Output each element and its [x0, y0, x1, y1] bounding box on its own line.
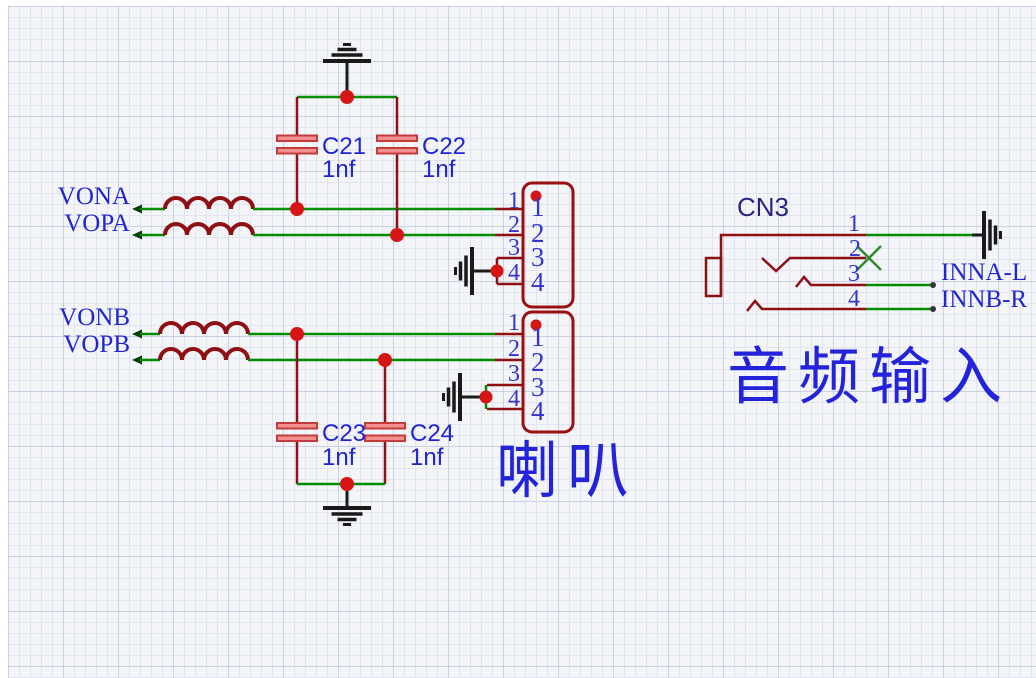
jack-ring-contact-1 — [795, 275, 866, 288]
pin-label-2: 2 — [508, 336, 520, 362]
wire-entry-arrow — [132, 230, 142, 240]
inductor-vopb — [158, 347, 250, 361]
speaker-connector-2: 1 2 3 4 1 2 3 4 — [441, 310, 575, 434]
pin1-marker-dot — [530, 319, 542, 331]
junction-dot — [340, 90, 354, 104]
wire-entry-arrow — [132, 204, 142, 214]
c21-value: 1nf — [322, 156, 356, 183]
pin-label-3: 3 — [508, 361, 520, 387]
pin-number-1: 1 — [531, 322, 545, 352]
c23-value: 1nf — [322, 444, 356, 471]
capacitor-c22 — [376, 134, 418, 155]
jack-body — [704, 256, 723, 298]
net-label-vonb: VONB — [59, 304, 130, 331]
pin-label-4: 4 — [508, 386, 520, 412]
pin-label-2: 2 — [508, 212, 520, 238]
pin-number-3: 3 — [531, 372, 545, 402]
inductor-vopa — [163, 222, 255, 236]
wire-end-dot — [930, 282, 936, 288]
junction-dot — [390, 228, 404, 242]
channel-a: VONA VOPA C21 1nf C22 1nf — [58, 42, 495, 242]
net-label-innb-r: INNB-R — [941, 286, 1027, 313]
c22-ref: C22 — [422, 133, 466, 160]
pin-number-4: 4 — [531, 396, 545, 426]
c21-ref: C21 — [322, 133, 366, 160]
junction-dot — [290, 327, 304, 341]
cn3-pin-label-2: 2 — [849, 236, 861, 262]
net-label-inna-l: INNA-L — [941, 259, 1027, 286]
pin-label-1: 1 — [508, 310, 520, 336]
ground-symbol-top — [321, 42, 373, 97]
net-label-vopb: VOPB — [63, 331, 130, 358]
net-label-vopa: VOPA — [64, 210, 130, 237]
channel-b: VONB VOPB C23 1nf C24 1nf — [59, 304, 495, 527]
junction-dot — [340, 477, 354, 491]
no-connect-x-icon — [856, 245, 882, 271]
c24-value: 1nf — [410, 444, 444, 471]
cn3-pin-label-4: 4 — [848, 286, 860, 312]
c24-ref: C24 — [410, 420, 454, 447]
connector-body — [521, 310, 575, 434]
pin-number-1: 1 — [531, 192, 545, 222]
pin-label-4: 4 — [508, 260, 520, 286]
pin-number-4: 4 — [531, 267, 545, 297]
junction-dot — [490, 264, 504, 278]
jack-ring-contact-2 — [746, 299, 866, 312]
connector-body — [521, 181, 575, 309]
wire-entry-arrow — [132, 355, 142, 365]
pin-label-3: 3 — [508, 235, 520, 261]
pin-number-2: 2 — [531, 218, 545, 248]
cn3-pin-label-1: 1 — [848, 211, 860, 237]
capacitor-c21 — [276, 134, 318, 155]
jack-sleeve-line — [719, 233, 866, 296]
audio-jack-cn3: CN3 1 2 — [704, 192, 1027, 313]
annotation-audio-input: 音频输入 — [727, 344, 1011, 412]
inductor-vona — [163, 196, 255, 210]
capacitor-c24 — [364, 422, 406, 442]
jack-tip-contact — [761, 256, 866, 273]
c23-ref: C23 — [322, 420, 366, 447]
junction-dot — [290, 202, 304, 216]
ground-symbol-right — [972, 209, 1003, 261]
pin-label-1: 1 — [508, 188, 520, 214]
cn3-pin-label-3: 3 — [848, 261, 860, 287]
cn3-ref: CN3 — [737, 192, 789, 222]
net-label-vona: VONA — [58, 183, 130, 210]
junction-dot — [479, 390, 493, 404]
annotation-speaker: 喇叭 — [496, 438, 638, 506]
pin-number-3: 3 — [531, 242, 545, 272]
capacitor-c23 — [276, 422, 318, 442]
inductor-vonb — [158, 321, 250, 335]
wire-end-dot — [930, 306, 936, 312]
pin1-marker-dot — [530, 190, 542, 202]
pin-number-2: 2 — [531, 347, 545, 377]
c22-value: 1nf — [422, 156, 456, 183]
wire-entry-arrow — [132, 329, 142, 339]
junction-dot — [378, 353, 392, 367]
speaker-connector-1: 1 2 3 4 1 2 3 4 — [453, 181, 575, 309]
